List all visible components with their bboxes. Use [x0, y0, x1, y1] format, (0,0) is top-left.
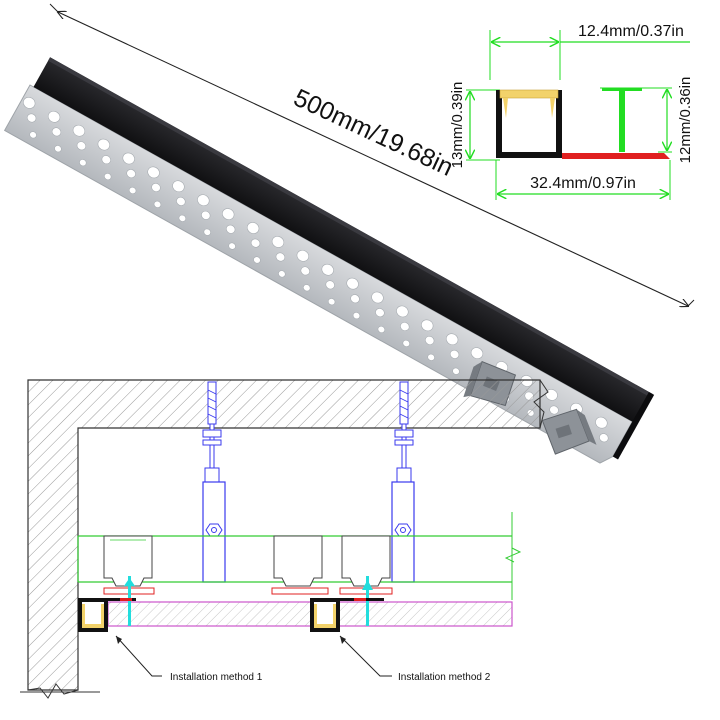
- profile-installed-2: [310, 598, 384, 632]
- callout-method-1: Installation method 1: [115, 635, 263, 683]
- ceiling-keel-2: [273, 535, 323, 587]
- flange-hole: [421, 319, 434, 332]
- flange-hole: [452, 367, 460, 375]
- flange-hole: [549, 405, 559, 415]
- left-height-label: 13mm/0.39in: [449, 82, 466, 169]
- top-width-label: 12.4mm/0.37in: [578, 23, 684, 40]
- flange-hole: [599, 433, 609, 443]
- bottom-width-label: 32.4mm/0.97in: [530, 175, 636, 192]
- flange-hole: [427, 353, 435, 361]
- flange-hole: [377, 325, 386, 334]
- flange-hole: [595, 416, 608, 429]
- led-strip-section: [499, 89, 559, 99]
- flange-hole: [449, 349, 460, 359]
- method-2-label: Installation method 2: [398, 672, 491, 683]
- light-beams: [124, 576, 373, 626]
- flange-hole: [26, 113, 37, 123]
- flange-hole: [23, 97, 36, 109]
- right-height-label: 12mm/0.36in: [677, 77, 694, 164]
- hanger-rod-1: [202, 381, 226, 583]
- flange-hole: [424, 335, 435, 345]
- flange-hole: [470, 347, 484, 359]
- cross-section-drawing: 12.4mm/0.37in 13mm/0.39in 12mm/0.36in 32…: [449, 23, 694, 200]
- profile-installed-1: [78, 598, 136, 632]
- flange-hole: [29, 131, 37, 139]
- flange-hole: [352, 312, 361, 320]
- flange-hole: [545, 389, 558, 401]
- length-label: 500mm/19.68in: [289, 84, 457, 182]
- flange-section: [562, 153, 670, 159]
- flange-hole: [445, 333, 459, 346]
- installation-drawing: Installation method 1 Installation metho…: [20, 379, 549, 699]
- flange-hole: [375, 308, 385, 318]
- flange-hole: [400, 322, 410, 332]
- ceiling-keel-1: [103, 535, 153, 587]
- end-cap-2: [541, 408, 597, 455]
- method-1-label: Installation method 1: [170, 672, 263, 683]
- flange-hole: [402, 339, 410, 347]
- ceiling-keel-3: [341, 535, 391, 587]
- callout-method-2: Installation method 2: [339, 635, 491, 683]
- concrete-ceiling: [27, 379, 541, 691]
